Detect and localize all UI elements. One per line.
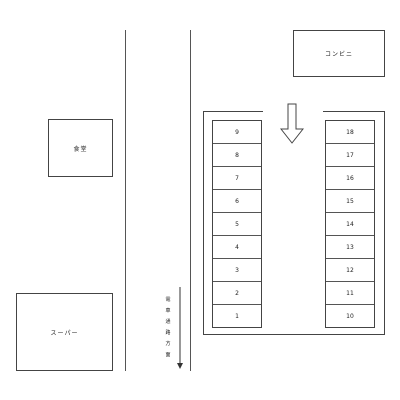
road-left-edge [125, 30, 126, 371]
parking-space-14: 14 [326, 213, 374, 236]
parking-space-5: 5 [213, 213, 261, 236]
down-arrow-icon [280, 103, 304, 144]
parking-space-3: 3 [213, 259, 261, 282]
parking-space-7: 7 [213, 167, 261, 190]
parking-column-left: 9 8 7 6 5 4 3 2 1 [212, 120, 262, 328]
parking-space-13: 13 [326, 236, 374, 259]
convenience-store-label: コンビニ [324, 51, 353, 58]
parking-space-number: 12 [346, 266, 354, 274]
restaurant-label: 食堂 [73, 145, 88, 153]
parking-space-number: 1 [235, 312, 239, 320]
parking-space-number: 6 [235, 197, 239, 205]
parking-space-8: 8 [213, 144, 261, 167]
parking-space-number: 2 [235, 289, 239, 297]
direction-label-char: 電 [165, 297, 171, 303]
parking-space-11: 11 [326, 282, 374, 305]
parking-space-number: 9 [235, 128, 239, 136]
direction-label-char: 通 [165, 319, 171, 325]
road-right-edge [190, 30, 191, 371]
parking-space-2: 2 [213, 282, 261, 305]
parking-space-18: 18 [326, 121, 374, 144]
parking-space-17: 17 [326, 144, 374, 167]
convenience-store-building: コンビニ [293, 30, 385, 77]
direction-label-char: 面 [165, 352, 171, 358]
parking-column-right: 18 17 16 15 14 13 12 11 10 [325, 120, 375, 328]
parking-space-number: 4 [235, 243, 239, 251]
parking-space-number: 16 [346, 174, 354, 182]
direction-label-char: 方 [165, 341, 171, 347]
parking-space-number: 3 [235, 266, 239, 274]
supermarket-building: スーパー [16, 293, 113, 371]
parking-space-9: 9 [213, 121, 261, 144]
parking-space-4: 4 [213, 236, 261, 259]
direction-label-char: 路 [165, 330, 171, 336]
parking-space-6: 6 [213, 190, 261, 213]
parking-space-number: 14 [346, 220, 354, 228]
parking-space-number: 17 [346, 151, 354, 159]
parking-space-number: 18 [346, 128, 354, 136]
restaurant-building: 食堂 [48, 119, 113, 177]
parking-space-number: 8 [235, 151, 239, 159]
parking-space-1: 1 [213, 305, 261, 327]
supermarket-label: スーパー [50, 329, 79, 337]
direction-label-char: 車 [165, 308, 171, 314]
parking-space-10: 10 [326, 305, 374, 327]
parking-space-number: 5 [235, 220, 239, 228]
parking-space-number: 10 [346, 312, 354, 320]
parking-space-number: 13 [346, 243, 354, 251]
parking-space-number: 7 [235, 174, 239, 182]
parking-space-number: 15 [346, 197, 354, 205]
parking-space-12: 12 [326, 259, 374, 282]
down-arrow-icon [177, 287, 183, 369]
parking-space-number: 11 [346, 289, 354, 297]
parking-space-15: 15 [326, 190, 374, 213]
parking-space-16: 16 [326, 167, 374, 190]
direction-label: 電車通路方面 [163, 295, 173, 361]
